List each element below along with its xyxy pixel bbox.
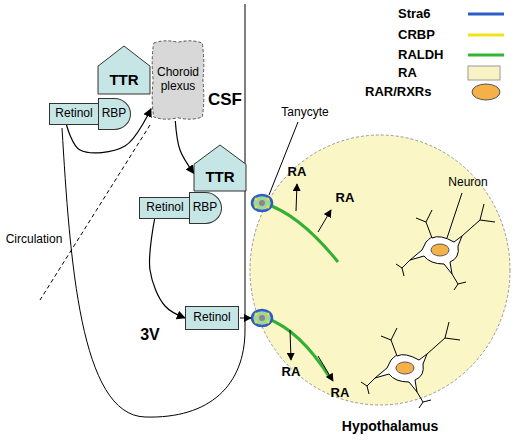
ra-arrow (318, 210, 331, 232)
legend-text: Stra6 (398, 7, 431, 21)
node-text: RBP (102, 107, 127, 121)
tanycyte-process (266, 204, 338, 262)
label-text: RA (336, 191, 355, 205)
legend-text: RAR/RXRs (365, 85, 431, 99)
tissue-region: Choroid plexus (151, 39, 205, 121)
node-text: Choroid plexus (155, 66, 201, 94)
legend-text: CRBP (398, 28, 435, 42)
legend-shape-sample (472, 84, 500, 100)
ventricle-wall (62, 4, 245, 417)
molecule-box: Retinol (185, 306, 239, 330)
hypothalamus-region (250, 135, 510, 405)
molecule-box: Retinol (139, 197, 191, 219)
node-text: Retinol (193, 311, 230, 325)
label-text: Tanycyte (281, 106, 328, 119)
binding-protein-shape: RBP (98, 98, 131, 130)
legend-line-sample (468, 34, 504, 37)
node-text: Retinol (55, 107, 92, 121)
transport-arrow (150, 219, 185, 318)
legend-samples (468, 14, 504, 100)
legend-line-sample (468, 13, 504, 16)
node-text: TTR (205, 168, 234, 185)
legend-text: RALDH (398, 48, 444, 62)
node-text: RBP (193, 201, 218, 215)
ra-arrow (290, 330, 291, 360)
ra-arrow (318, 356, 333, 381)
node-text: TTR (109, 71, 138, 88)
label-text: RA (282, 365, 301, 379)
uptake-arrow (240, 318, 251, 319)
leader-line (447, 193, 462, 238)
tanycyte-cell (252, 195, 272, 211)
protein-shape: TTR (194, 145, 246, 191)
molecule-box: Retinol (49, 103, 99, 125)
tanycyte-cell (252, 310, 272, 326)
ra-arrow (296, 184, 297, 211)
label-text: CSF (208, 91, 242, 110)
legend-line-sample (468, 54, 504, 57)
neuron-symbol (361, 322, 460, 408)
label-text: 3V (140, 326, 160, 344)
label-text: Circulation (6, 233, 63, 246)
protein-shape: TTR (98, 46, 150, 94)
circulation-boundary (40, 125, 150, 300)
legend-text: RA (398, 66, 417, 80)
label-text: Hypothalamus (342, 419, 438, 434)
legend-swatch (468, 66, 500, 80)
label-text: RA (288, 165, 307, 179)
binding-protein-shape: RBP (189, 192, 222, 224)
transport-arrow (175, 121, 194, 174)
node-text: Retinol (146, 201, 183, 215)
neuron-symbol (396, 204, 495, 290)
label-text: Neuron (448, 176, 487, 189)
leader-line (269, 122, 298, 195)
label-text: RA (331, 386, 350, 400)
